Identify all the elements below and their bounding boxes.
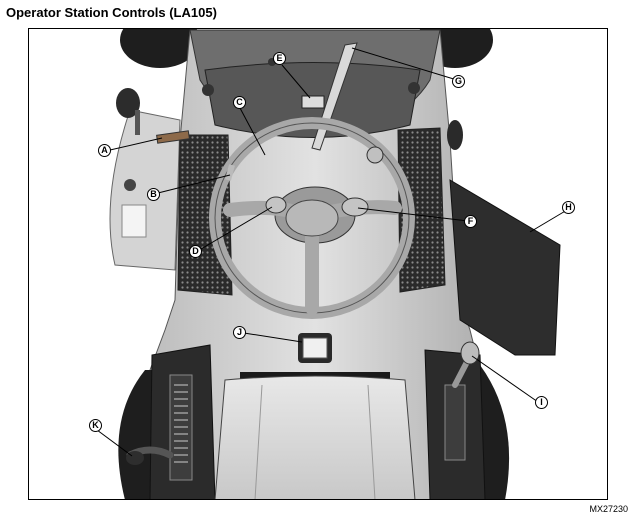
leader-b xyxy=(157,174,231,194)
wheel-spinner-knob xyxy=(366,146,384,164)
leader-a xyxy=(109,137,163,151)
right-footrest xyxy=(397,127,446,293)
range-shift-lever xyxy=(452,357,471,388)
hour-meter xyxy=(301,95,325,109)
callout-d: D xyxy=(189,245,202,258)
leader-f xyxy=(357,207,469,222)
leader-j xyxy=(243,332,303,343)
callout-a: A xyxy=(98,144,111,157)
side-attachment-panel xyxy=(449,179,561,356)
panel-screw-left xyxy=(202,84,214,96)
callout-b: B xyxy=(147,188,160,201)
callout-f: F xyxy=(464,215,477,228)
page-title: Operator Station Controls (LA105) xyxy=(6,5,217,20)
speed-scale-marks xyxy=(174,384,188,463)
leader-k xyxy=(96,429,133,457)
leader-c xyxy=(239,107,266,156)
operator-seat xyxy=(214,375,416,499)
range-shift-slot xyxy=(444,384,466,461)
callout-i: I xyxy=(535,396,548,409)
callout-c: C xyxy=(233,96,246,109)
callout-h: H xyxy=(562,201,575,214)
callout-leaders xyxy=(96,47,568,457)
lift-lever-stem xyxy=(135,110,140,135)
seat-cushion-line xyxy=(254,384,376,499)
steering-knob-d xyxy=(265,196,287,214)
leader-e xyxy=(281,64,311,99)
lift-lever-knob xyxy=(116,88,140,118)
key-switch xyxy=(124,179,136,191)
figure-code: MX27230 xyxy=(589,504,628,514)
steering-hub xyxy=(285,199,339,237)
panel-screw-right xyxy=(408,82,420,94)
leader-d xyxy=(195,206,273,253)
deck-label xyxy=(121,204,147,238)
cruise-control-knob xyxy=(341,197,369,217)
lever-b xyxy=(225,164,235,181)
callout-e: E xyxy=(273,52,286,65)
callout-g: G xyxy=(452,75,465,88)
leader-h xyxy=(529,209,568,233)
left-footrest xyxy=(177,134,233,296)
front-tire-left xyxy=(120,29,200,68)
leader-i xyxy=(471,355,539,403)
callout-j: J xyxy=(233,326,246,339)
range-shift-knob xyxy=(460,341,480,365)
callout-k: K xyxy=(89,419,102,432)
leader-g xyxy=(351,47,458,81)
pto-switch xyxy=(302,337,328,359)
rear-tire-right-top xyxy=(447,120,463,150)
